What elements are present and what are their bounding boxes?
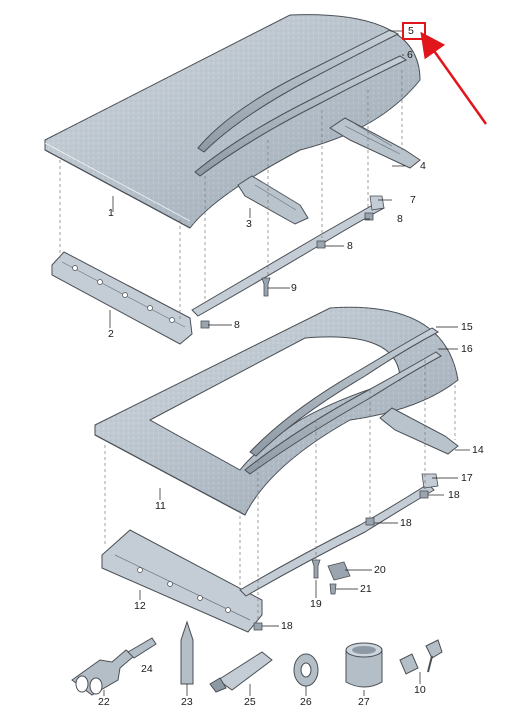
fasteners-10: [399, 639, 443, 675]
roof-panel-11: [94, 306, 459, 516]
upper-dashed-leaders: [59, 70, 403, 322]
cartridge-23: [180, 620, 194, 685]
label-part-7: 7: [410, 194, 416, 206]
roof-rail-14: [379, 407, 459, 455]
tube-25: [209, 651, 273, 693]
label-part-3: 3: [246, 218, 252, 230]
rail-15: [249, 327, 439, 457]
label-part-23: 23: [181, 696, 193, 708]
roof-rail-4: [329, 117, 421, 169]
lower-dashed-leaders: [104, 360, 456, 622]
label-part-12: 12: [134, 600, 146, 612]
label-part-2: 2: [108, 328, 114, 340]
rail-16: [244, 351, 442, 475]
label-part-9: 9: [291, 282, 297, 294]
clips-8-9: [200, 212, 374, 329]
container-27: [345, 642, 383, 688]
label-part-26: 26: [300, 696, 312, 708]
label-part-18b: 18: [400, 517, 412, 529]
label-part-5: 5: [408, 25, 414, 37]
rail-5: [197, 29, 400, 153]
rail-6: [194, 55, 408, 177]
highlight-box: [402, 22, 426, 40]
label-part-6: 6: [407, 49, 413, 61]
label-part-18c: 18: [281, 620, 293, 632]
leader-lines: [103, 30, 470, 696]
reinforcement-2: [51, 251, 193, 345]
label-part-8c: 8: [234, 319, 240, 331]
label-part-22: 22: [98, 696, 110, 708]
cross-member-3: [237, 175, 309, 225]
label-part-14: 14: [472, 444, 484, 456]
applicator-22: [71, 649, 135, 696]
label-part-25: 25: [244, 696, 256, 708]
label-part-1: 1: [108, 207, 114, 219]
label-part-8a: 8: [397, 213, 403, 225]
highlight-arrow: [420, 31, 488, 125]
nozzle-24: [127, 637, 157, 659]
label-part-21: 21: [360, 583, 372, 595]
label-part-20: 20: [374, 564, 386, 576]
drain-channel-7: [191, 195, 385, 317]
label-part-17: 17: [461, 472, 473, 484]
label-part-8b: 8: [347, 240, 353, 252]
label-part-27: 27: [358, 696, 370, 708]
label-part-24: 24: [141, 663, 153, 675]
label-part-16: 16: [461, 343, 473, 355]
label-part-19: 19: [310, 598, 322, 610]
label-part-11: 11: [155, 500, 166, 512]
label-part-15: 15: [461, 321, 473, 333]
label-part-4: 4: [420, 160, 426, 172]
reinforcement-12: [101, 529, 263, 633]
drain-channel-17: [239, 473, 439, 597]
label-part-18a: 18: [448, 489, 460, 501]
tape-roll-26: [293, 653, 319, 687]
clips-18-19-20-21: [253, 490, 429, 631]
label-part-10: 10: [414, 684, 426, 696]
